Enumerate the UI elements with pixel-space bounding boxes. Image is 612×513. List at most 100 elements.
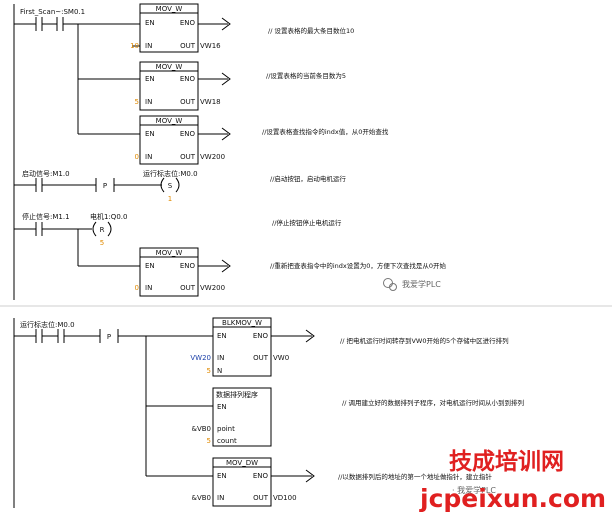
mov-w-box-3[interactable]: MOV_W EN ENO IN OUT [139, 115, 199, 165]
coil-arrow-2 [221, 72, 231, 86]
brand-cn-watermark: 技成培训网 [449, 448, 564, 475]
comment-stop: //停止按钮停止电机运行 [272, 218, 342, 227]
coil-arrow-4 [221, 259, 231, 273]
mov1-title: MOV_W [156, 5, 183, 13]
mov2-in-pin: IN [145, 98, 152, 106]
coil-arrow-5 [305, 329, 315, 343]
sub-point-pin: point [217, 425, 235, 433]
run-flag-contact-label: 运行标志位:M0.0 [20, 320, 75, 329]
mov-dw-box[interactable]: MOV_DW EN ENO IN OUT [212, 457, 272, 507]
mov3-in-pin: IN [145, 153, 152, 161]
mov3-en: EN [145, 130, 155, 138]
wechat-watermark: 我爱学PLC [383, 278, 441, 291]
reset-coil[interactable]: R [92, 221, 112, 237]
mov3-title: MOV_W [156, 117, 183, 125]
mov4-out-pin: OUT [180, 284, 196, 292]
p-edge-contact-1[interactable]: P [95, 178, 115, 192]
set-coil[interactable]: S [160, 177, 180, 193]
start-signal-label: 启动信号:M1.0 [22, 169, 70, 178]
mov1-eno: ENO [180, 19, 196, 27]
contact-sm01-2[interactable] [56, 17, 64, 31]
blkmov-eno: ENO [253, 332, 269, 340]
set-coil-count: 1 [168, 195, 172, 203]
p-edge-contact-2[interactable]: P [99, 329, 119, 343]
mov2-in-value: 5 [135, 98, 139, 106]
contact-run-m00[interactable] [14, 329, 43, 343]
mov4-in-pin: IN [145, 284, 152, 292]
blkmov-in-pin: IN [217, 354, 224, 362]
reset-coil-count: 5 [100, 239, 104, 247]
mov-w-box-1[interactable]: MOV_W EN ENO IN OUT [139, 3, 199, 53]
mov1-out-pin: OUT [180, 42, 196, 50]
movdw-title: MOV_DW [226, 459, 258, 467]
stop-signal-label: 停止信号:M1.1 [22, 212, 70, 221]
contact-first-scan[interactable] [14, 17, 57, 31]
blkmov-n-value: 5 [207, 367, 211, 375]
contact-run-2[interactable] [42, 329, 65, 343]
mov4-title: MOV_W [156, 249, 183, 257]
blkmov-title: BLKMOV_W [222, 319, 262, 327]
brand-url-watermark: jcpeixun.com [419, 484, 606, 513]
mov1-en: EN [145, 19, 155, 27]
mov-w-box-2[interactable]: MOV_W EN ENO IN OUT [139, 61, 199, 111]
mov3-in-value: 0 [135, 153, 139, 161]
movdw-out-pin: OUT [253, 494, 269, 502]
comment-mov1: // 设置表格的最大条目数位10 [268, 26, 354, 35]
sort-subroutine-box[interactable]: 数据排列程序 EN point count [212, 387, 272, 447]
coil-arrow-6 [305, 469, 315, 483]
blkmov-w-box[interactable]: BLKMOV_W EN ENO IN OUT N [212, 317, 272, 377]
comment-movdw: //以数据排列后的地址的第一个地址做指针，建立指针 [338, 472, 492, 481]
contact-stop-m11[interactable] [14, 222, 43, 236]
mov1-in-value: 10 [130, 42, 139, 50]
first-scan-label: First_Scan~:SM0.1 [20, 8, 85, 16]
mov4-in-value: 0 [135, 284, 139, 292]
movdw-in-value: &VB0 [191, 494, 211, 502]
mov2-en: EN [145, 75, 155, 83]
mov2-out-pin: OUT [180, 98, 196, 106]
mov2-out-value: VW18 [200, 98, 221, 106]
blkmov-out-pin: OUT [253, 354, 269, 362]
blkmov-en: EN [217, 332, 227, 340]
comment-blkmov: // 把电机运行时间转存到VW0开始的5个存储中区进行排列 [340, 336, 509, 345]
comment-mov2: //设置表格的当前条目数为5 [266, 71, 346, 80]
coil-arrow-1 [221, 17, 231, 31]
movdw-in-pin: IN [217, 494, 224, 502]
mov3-eno: ENO [180, 130, 196, 138]
blkmov-in-value: VW20 [190, 354, 211, 362]
mov1-out-value: VW16 [200, 42, 221, 50]
comment-sub: // 调用建立好的数据排列子程序，对电机运行时间从小到到排列 [342, 398, 524, 407]
run-flag-label-set: 运行标志位:M0.0 [143, 169, 198, 178]
reset-coil-letter: R [100, 226, 105, 234]
comment-start: //启动按钮，启动电机运行 [270, 174, 346, 183]
blkmov-out-value: VW0 [273, 354, 289, 362]
comment-mov4: //重新把查表指令中的indx设置为0，方便下次查找是从0开始 [270, 261, 447, 270]
p-label-1: P [103, 182, 107, 190]
motor-label-reset: 电机1:Q0.0 [90, 212, 127, 221]
mov3-out-pin: OUT [180, 153, 196, 161]
sub-count-pin: count [217, 437, 237, 445]
movdw-out-value: VD100 [273, 494, 297, 502]
mov2-eno: ENO [180, 75, 196, 83]
overlap-watermark-text: · 我爱学PLC [452, 485, 496, 495]
set-coil-letter: S [168, 182, 173, 190]
mov-w-box-4[interactable]: MOV_W EN ENO IN OUT [139, 247, 199, 297]
comment-mov3: //设置表格查找指令的indx值，从0开始查找 [262, 127, 389, 136]
blkmov-n-pin: N [217, 367, 222, 375]
sub-count-value: 5 [207, 437, 211, 445]
mov4-eno: ENO [180, 262, 196, 270]
contact-start-m10[interactable] [14, 178, 43, 192]
wechat-watermark-text: 我爱学PLC [402, 279, 441, 289]
p-label-2: P [107, 333, 111, 341]
mov3-out-value: VW200 [200, 153, 225, 161]
sub-title: 数据排列程序 [216, 390, 258, 399]
mov4-en: EN [145, 262, 155, 270]
sub-point-value: &VB0 [191, 425, 211, 433]
coil-arrow-3 [221, 127, 231, 141]
wechat-icon [383, 278, 393, 288]
mov2-title: MOV_W [156, 63, 183, 71]
movdw-eno: ENO [253, 472, 269, 480]
mov1-in-pin: IN [145, 42, 152, 50]
sub-en: EN [217, 403, 227, 411]
mov4-out-value: VW200 [200, 284, 225, 292]
